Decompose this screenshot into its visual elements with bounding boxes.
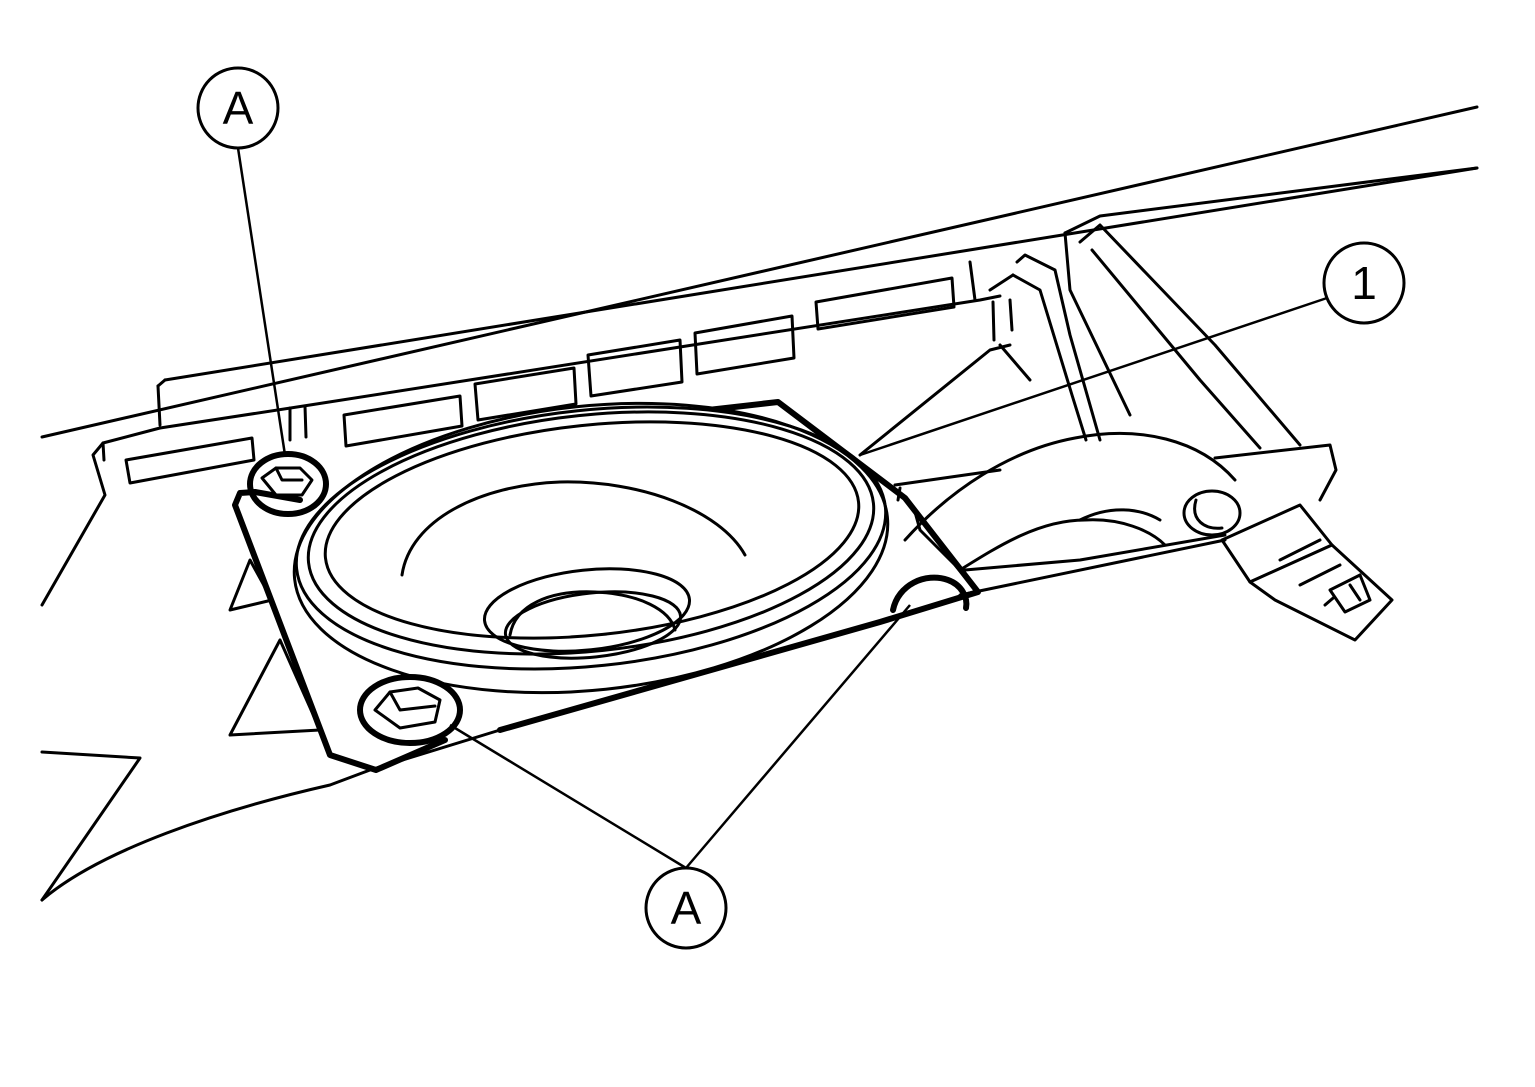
callout-speaker: 1	[1322, 241, 1406, 325]
bolt-right	[890, 574, 970, 613]
svg-text:A: A	[671, 882, 702, 934]
vent-slots	[124, 260, 977, 485]
lower-trim	[40, 538, 1227, 902]
bolt-top-left	[247, 451, 329, 517]
svg-text:1: 1	[1351, 257, 1377, 309]
callout-bolt-top-left: A	[196, 66, 280, 150]
speaker-connector	[1220, 503, 1394, 642]
door-trim-panel	[40, 105, 1479, 607]
speaker-harness	[893, 431, 1338, 572]
bolt-bottom-left	[357, 674, 463, 746]
leader-lines	[236, 147, 1328, 870]
speaker-bracket	[988, 166, 1479, 450]
callout-bolts-bottom: A	[644, 866, 728, 950]
speaker	[292, 401, 890, 695]
svg-text:A: A	[223, 82, 254, 134]
